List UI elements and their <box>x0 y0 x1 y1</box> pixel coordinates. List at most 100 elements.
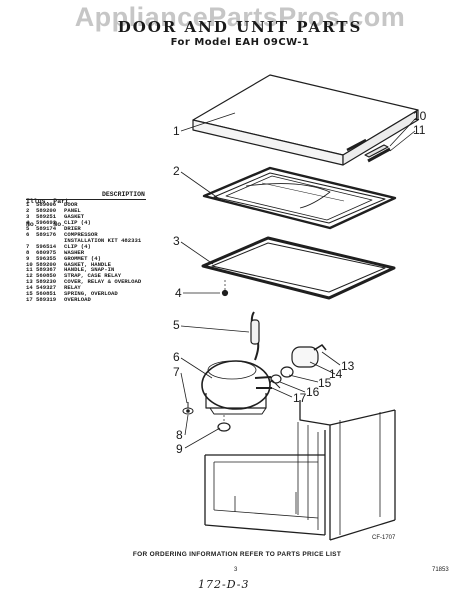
row-description: COMPRESSOR <box>64 230 98 238</box>
row-description: STRAP, CASE RELAY <box>64 272 122 280</box>
header-illus-part: Illus. Part <box>26 198 69 205</box>
leader-lines <box>180 112 417 449</box>
drawing-code: CF-1707 <box>372 535 396 541</box>
row-description: PANEL <box>64 206 81 214</box>
callout-13: 13 <box>341 359 355 373</box>
mount-hardware <box>182 402 231 432</box>
row-part-number: 596355 <box>36 254 57 262</box>
handle-part <box>364 144 391 163</box>
callout-17: 17 <box>293 391 307 405</box>
row-illus-number: 8 <box>26 248 30 256</box>
callout-2: 2 <box>173 164 180 178</box>
parts-table-row: 4 596693 CLIP (4) <box>26 218 186 226</box>
panel-part <box>202 166 397 230</box>
row-description: RELAY <box>64 284 81 292</box>
row-part-number: 589319 <box>36 296 57 304</box>
row-part-number: 680975 <box>36 248 57 256</box>
door-part <box>192 74 419 166</box>
row-description: INSTALLATION KIT 482331 <box>64 236 142 244</box>
row-illus-number: 5 <box>26 224 30 232</box>
row-part-number: 589200 <box>36 260 57 268</box>
parts-table-row: 6 589176 COMPRESSOR <box>26 230 186 238</box>
row-illus-number: 7 <box>26 242 30 250</box>
row-description: HANDLE, SNAP-IN <box>64 266 115 274</box>
row-description: GROMMET (4) <box>64 254 101 262</box>
row-description: COVER, RELAY & OVERLOAD <box>64 278 142 286</box>
callout-9: 9 <box>176 442 183 456</box>
header-no-no: No. No. <box>26 220 66 228</box>
row-part-number: 589176 <box>36 230 57 238</box>
row-illus-number: 17 <box>26 296 33 304</box>
row-illus-number: 2 <box>26 206 30 214</box>
row-part-number: 589230 <box>36 278 57 286</box>
row-illus-number: 4 <box>26 218 30 226</box>
parts-table-row: 2 589200 PANEL <box>26 208 186 214</box>
callout-8: 8 <box>176 428 183 442</box>
row-part-number: 596693 <box>36 218 57 226</box>
callout-1: 1 <box>173 124 180 138</box>
row-illus-number: 15 <box>26 290 33 298</box>
row-description: WASHER <box>64 248 85 256</box>
row-part-number: 549327 <box>36 284 57 292</box>
row-description: SPRING, OVERLOAD <box>64 290 118 298</box>
row-illus-number: 14 <box>26 284 33 292</box>
page-title: DOOR AND UNIT PARTS <box>117 18 363 36</box>
callout-11: 11 <box>413 123 426 137</box>
row-part-number: 589367 <box>36 266 57 274</box>
row-illus-number: 1 <box>26 201 30 208</box>
header-description: DESCRIPTION <box>102 190 145 198</box>
row-part-number: 560851 <box>36 290 57 298</box>
compressor-part <box>201 360 272 415</box>
ordering-footer: FOR ORDERING INFORMATION REFER TO PARTS … <box>132 551 342 558</box>
row-illus-number: 13 <box>26 278 33 286</box>
page-number: 3 <box>234 567 238 573</box>
callout-6: 6 <box>173 350 180 364</box>
parts-table-row: 5 589174 DRIER <box>26 224 186 232</box>
callout-3: 3 <box>173 234 180 248</box>
callout-14: 14 <box>329 367 343 381</box>
row-description: OVERLOAD <box>64 296 91 304</box>
row-description: GASKET <box>64 212 85 220</box>
row-illus-number: 9 <box>26 254 30 262</box>
parts-table-row: 8 680975 WASHER <box>26 248 186 256</box>
row-description: GASKET, HANDLE <box>64 260 111 268</box>
table-header-rule <box>26 199 146 200</box>
callout-4: 4 <box>175 286 182 300</box>
row-illus-number: 11 <box>26 266 33 274</box>
clip-part <box>221 280 229 297</box>
callout-7: 7 <box>173 365 180 379</box>
row-description: DRIER <box>64 224 81 232</box>
parts-table-row: INSTALLATION KIT 482331 <box>26 236 186 244</box>
callout-5: 5 <box>173 318 180 332</box>
watermark: AppliancePartsPros.com <box>74 2 406 32</box>
document-number: 71853 <box>432 567 449 573</box>
row-illus-number: 6 <box>26 230 30 238</box>
parts-table-header: Illus. Part No. No. DESCRIPTION <box>26 183 145 243</box>
callout-16: 16 <box>306 385 320 399</box>
row-description: DOOR <box>64 201 78 208</box>
row-illus-number: 10 <box>26 260 33 268</box>
handwritten-note: 172-D-3 <box>198 578 250 591</box>
row-part-number: 589200 <box>36 206 57 214</box>
row-part-number: 589174 <box>36 224 57 232</box>
model-subtitle: For Model EAH 09CW-1 <box>170 37 310 48</box>
cabinet-frame <box>204 400 396 541</box>
gasket-part <box>201 236 396 300</box>
drier-part <box>250 311 260 361</box>
row-illus-number: 12 <box>26 272 33 280</box>
callout-15: 15 <box>318 376 332 390</box>
row-description: CLIP (4) <box>64 218 91 226</box>
row-part-number: 589251 <box>36 212 57 220</box>
